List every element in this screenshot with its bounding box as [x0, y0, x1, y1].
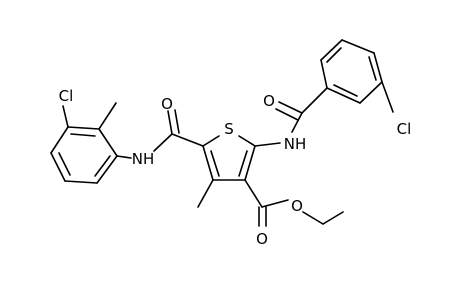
bond-br6-br1: [320, 59, 328, 89]
bond-ar4-ar5-double: [58, 152, 71, 176]
bond-c3-ester-c: [244, 179, 263, 208]
bond-c5-c4-double: [210, 150, 220, 177]
bond-o-ch2: [302, 211, 324, 225]
bond-br1-br2: [326, 87, 361, 104]
bond-br2-br3: [359, 81, 383, 104]
atom-amide-left-nh: NH: [132, 150, 155, 168]
atom-amide-right-oxygen: O: [263, 92, 275, 110]
bond-carbonyl-o-right-double: [275, 108, 299, 121]
bond-br3-br4-double: [368, 56, 377, 81]
bond-carbonyl-o-double: [174, 109, 180, 134]
bond-ar6-ar1-double: [94, 155, 111, 177]
bond-ar2-methyl: [98, 102, 117, 130]
bond-br1-br2-double: [333, 84, 358, 97]
bond-ar3-cl: [62, 105, 69, 128]
bond-br5-br6: [320, 39, 343, 61]
bond-br3-cl: [381, 81, 394, 113]
bond-ar2-ar3-double: [70, 133, 96, 137]
bond-ar2-ar3: [67, 126, 100, 130]
bond-br5-br6-double: [326, 47, 342, 63]
bond-carbonyl-aryl: [301, 87, 328, 114]
bond-br4-br5: [341, 39, 375, 54]
bond-carbonyl-o-right: [278, 101, 303, 114]
bond-br3-br4: [373, 52, 383, 83]
atom-chloro-left: Cl: [59, 87, 74, 105]
ethyl-ester: [244, 179, 344, 227]
bond-ar1-ar2: [98, 128, 118, 157]
bond-c5-carbonyl: [171, 133, 204, 147]
bond-n-aryl: [116, 155, 132, 159]
bond-s-c2: [238, 135, 256, 147]
bond-n-carbonyl: [291, 112, 303, 133]
bond-ar5-ar6: [64, 180, 98, 184]
bond-carbonyl-n: [153, 133, 173, 152]
atom-ester-carbonyl-oxygen: O: [256, 230, 268, 248]
bond-ar4-ar5: [50, 152, 66, 182]
bond-s-c5: [202, 135, 220, 147]
bond-ar6-ar1: [96, 155, 118, 184]
bond-c4-methyl: [197, 179, 214, 208]
bond-ester-c-o-ether: [261, 199, 289, 208]
left-amide: [116, 109, 204, 159]
right-aryl-ring: [320, 39, 394, 113]
thiophene-ring: [202, 135, 256, 181]
atom-ester-ether-oxygen: O: [291, 197, 303, 215]
atom-amide-right-nh: NH: [284, 135, 307, 153]
atom-sulfur: S: [224, 120, 234, 138]
bond-ch2-ch3: [322, 211, 344, 225]
bond-c5-c4: [202, 145, 214, 181]
bond-carbonyl-o: [167, 110, 173, 135]
right-amide: [254, 87, 328, 147]
atom-chloro-right: Cl: [397, 120, 412, 138]
bond-c3-c2: [244, 145, 256, 181]
bond-c3-c2-double: [238, 150, 248, 177]
atom-amide-left-oxygen: O: [161, 95, 173, 113]
bond-ar3-ar4: [50, 126, 69, 154]
bond-c2-n: [254, 142, 281, 147]
left-aryl-ring: [50, 102, 118, 184]
